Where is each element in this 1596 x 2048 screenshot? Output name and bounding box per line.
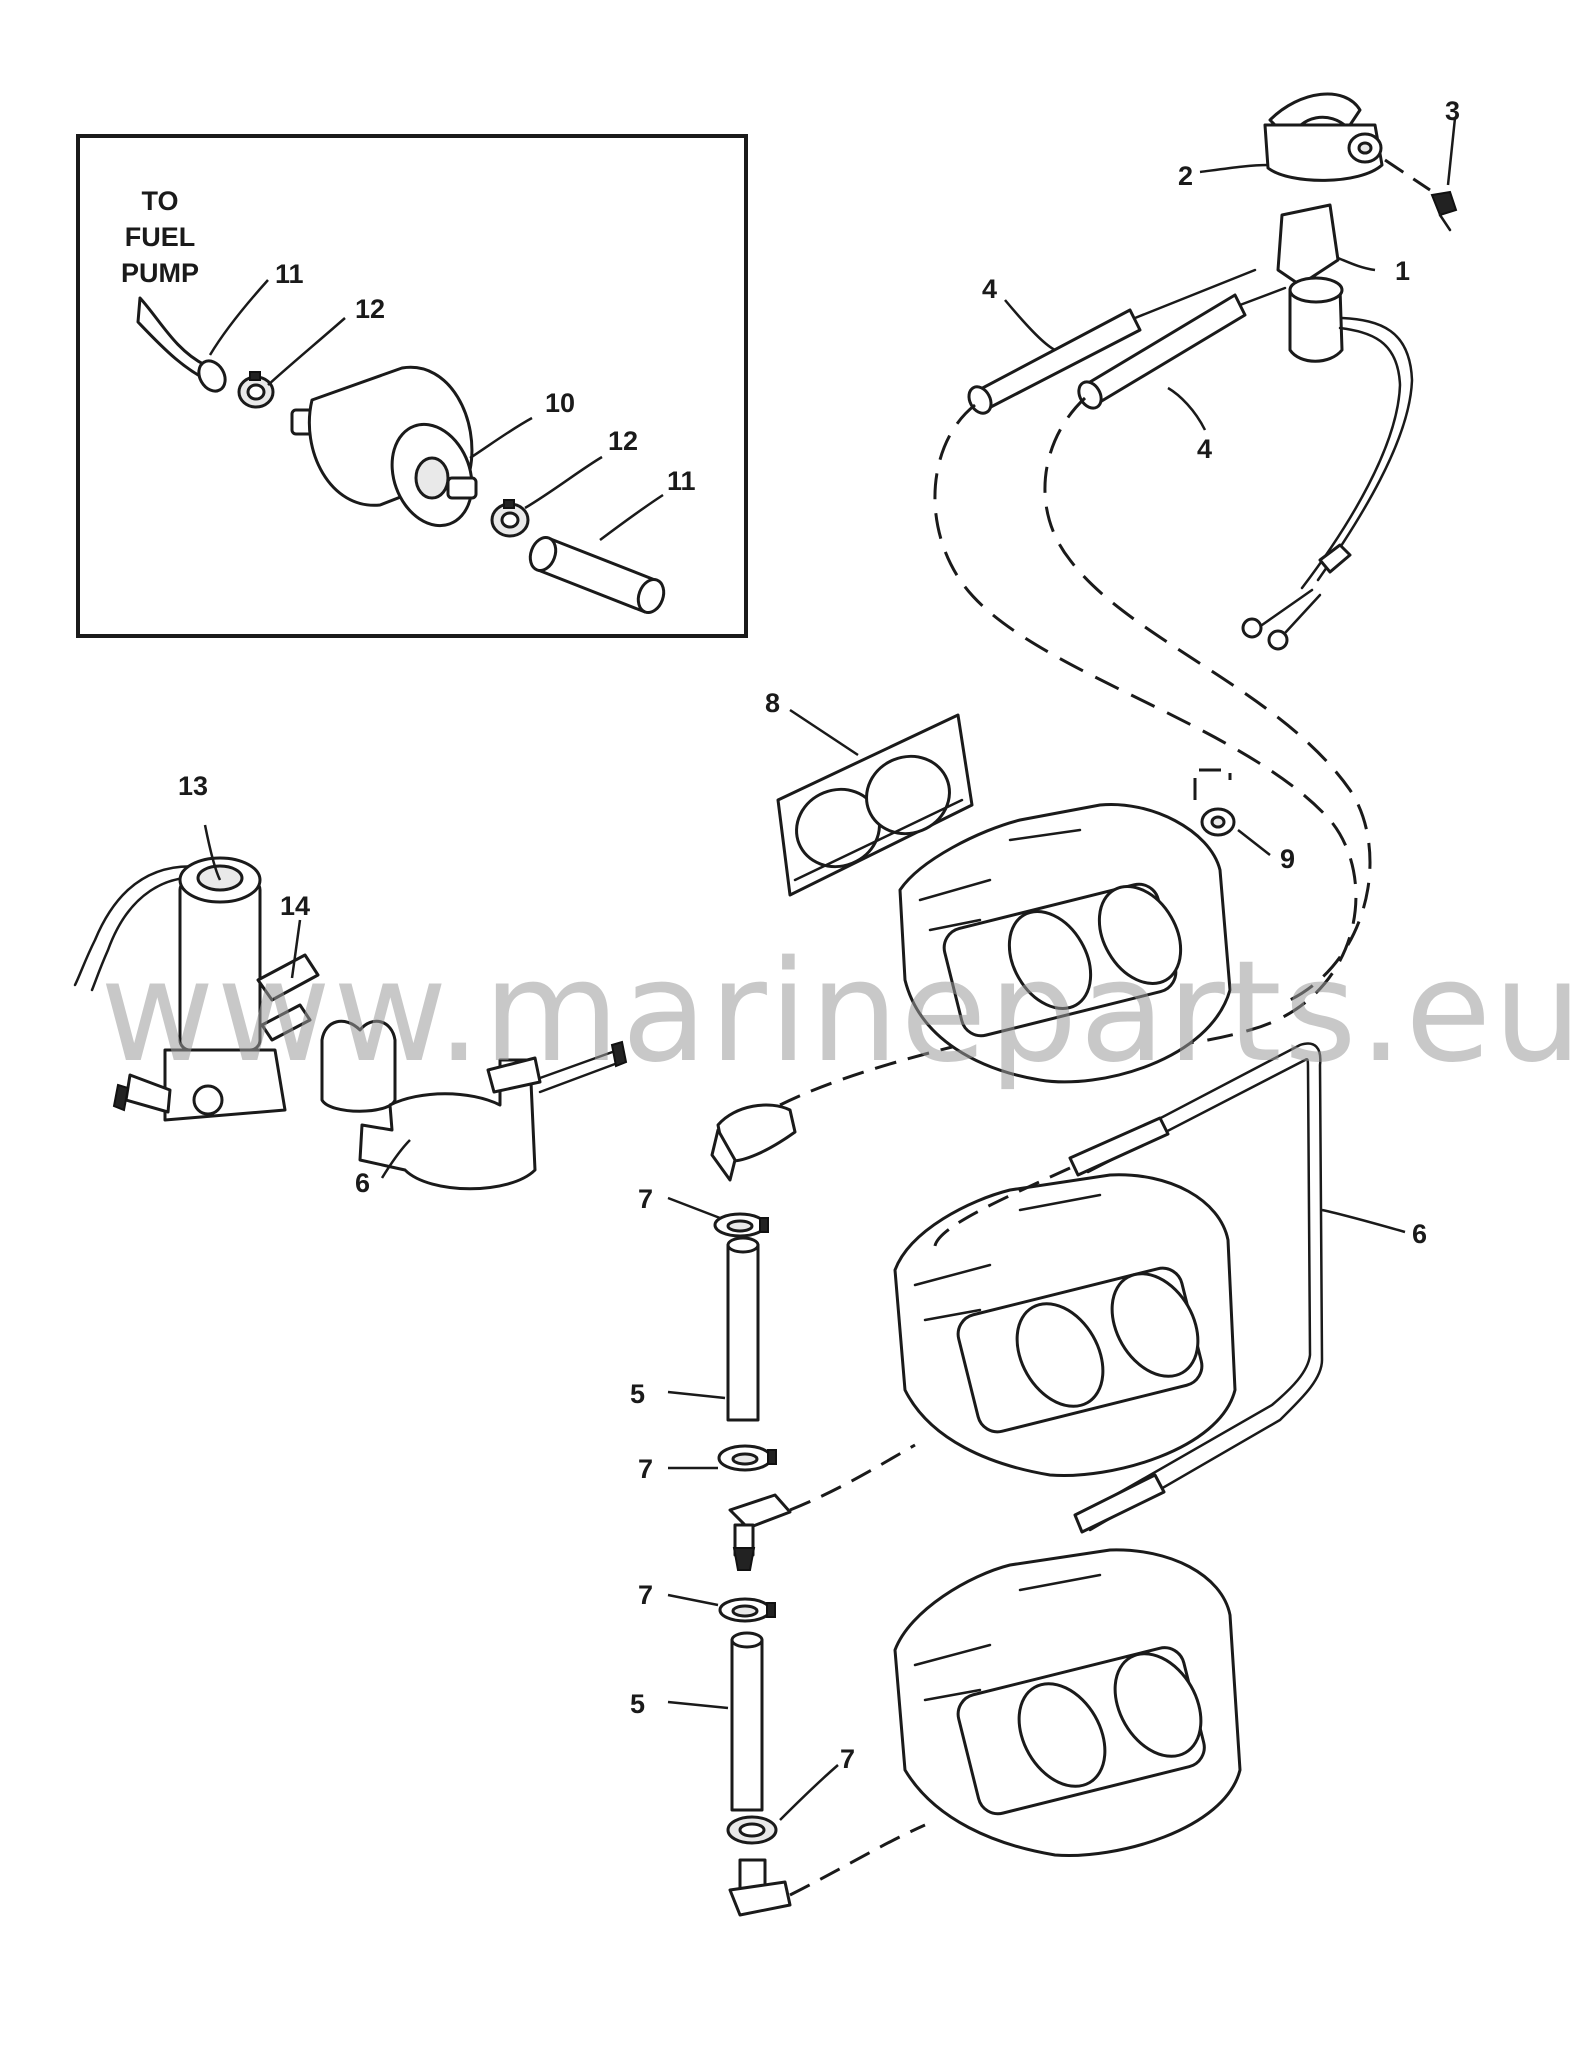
inset-note-line-2: FUEL: [125, 222, 196, 252]
callout-14: 14: [280, 891, 310, 921]
leader-1: [1337, 256, 1376, 272]
callout-1: 1: [1395, 256, 1410, 286]
carburetor-middle: [893, 1173, 1237, 1478]
hose-6: [933, 1042, 1324, 1534]
hoses-4: [967, 268, 1287, 415]
callout-8: 8: [765, 688, 780, 718]
leader-8: [789, 708, 859, 757]
leader-3: [1446, 117, 1457, 186]
callout-7-a: 7: [638, 1184, 653, 1214]
pump-mounting-bracket: [320, 1019, 628, 1191]
callout-9: 9: [1280, 844, 1295, 874]
hose-11-lower: [528, 536, 666, 614]
leader-14: [290, 919, 302, 979]
gasket-8: [776, 713, 974, 897]
fuel-hose-5-b: [730, 1631, 764, 1812]
clamp-7-c: [718, 1597, 776, 1623]
leader-6a: [1321, 1208, 1406, 1234]
leader-3-dash: [1384, 158, 1431, 192]
leader-2: [1199, 163, 1269, 174]
callout-10: 10: [545, 388, 575, 418]
clamp-12-lower: [490, 499, 530, 538]
inset-note-line-1: TO: [141, 186, 178, 216]
leader-4a: [1004, 299, 1056, 352]
callout-7-c: 7: [638, 1580, 653, 1610]
callout-12-upper: 12: [355, 294, 385, 324]
carburetor-bottom: [893, 1548, 1242, 1858]
callout-4-upper: 4: [982, 274, 997, 304]
leader-13: [203, 824, 222, 881]
leader-4b: [1167, 386, 1207, 431]
fuel-filter-10: [290, 365, 478, 528]
gasket-route-dashed: [1193, 768, 1232, 800]
nut-9: [1200, 807, 1236, 837]
screw-3: [1430, 190, 1458, 232]
callout-7-d: 7: [840, 1744, 855, 1774]
callout-11-lower: 11: [667, 466, 696, 496]
fuel-pump-bracket-14: [256, 953, 320, 1042]
leader-7a: [667, 1196, 721, 1220]
hose-route-dashed-2: [1043, 396, 1372, 1002]
clamp-12-upper: [237, 371, 275, 409]
callout-3: 3: [1445, 96, 1460, 126]
tee-fitting: [728, 1443, 916, 1571]
leader-5b: [667, 1700, 729, 1710]
callout-12-lower: 12: [608, 426, 638, 456]
callout-6-right: 6: [1412, 1219, 1427, 1249]
clamp-7-a: [713, 1212, 769, 1238]
fuel-filter-inset: TO FUEL PUMP: [76, 134, 748, 638]
callout-5-lower: 5: [630, 1689, 645, 1719]
fuel-pump-1: [1241, 203, 1414, 651]
leader-6b: [380, 1139, 411, 1179]
watermark: www.marineparts.eu: [100, 931, 1584, 1094]
callout-5-upper: 5: [630, 1379, 645, 1409]
leader-7d: [779, 1764, 839, 1821]
callout-7-b: 7: [638, 1454, 653, 1484]
clamp-7-b: [717, 1444, 777, 1472]
clamp-bracket-2: [1263, 92, 1384, 182]
leader-9: [1237, 829, 1271, 856]
carburetor-top: [898, 802, 1232, 1084]
elbow-fitting: [710, 1103, 797, 1182]
fuel-hose-5-a: [726, 1236, 760, 1422]
leader-5a: [667, 1390, 726, 1400]
fitting-route-dashed: [779, 1043, 961, 1107]
elbow-fitting-bottom: [728, 1823, 926, 1917]
leader-7c: [667, 1593, 719, 1607]
callout-13: 13: [178, 771, 208, 801]
hose-11-upper: [136, 296, 227, 393]
callout-2: 2: [1178, 161, 1193, 191]
clamp-7-d: [726, 1815, 778, 1845]
callout-6-left: 6: [355, 1168, 370, 1198]
callout-4-lower: 4: [1197, 434, 1212, 464]
inset-note-line-3: PUMP: [121, 258, 199, 288]
callout-11-upper: 11: [275, 259, 304, 289]
